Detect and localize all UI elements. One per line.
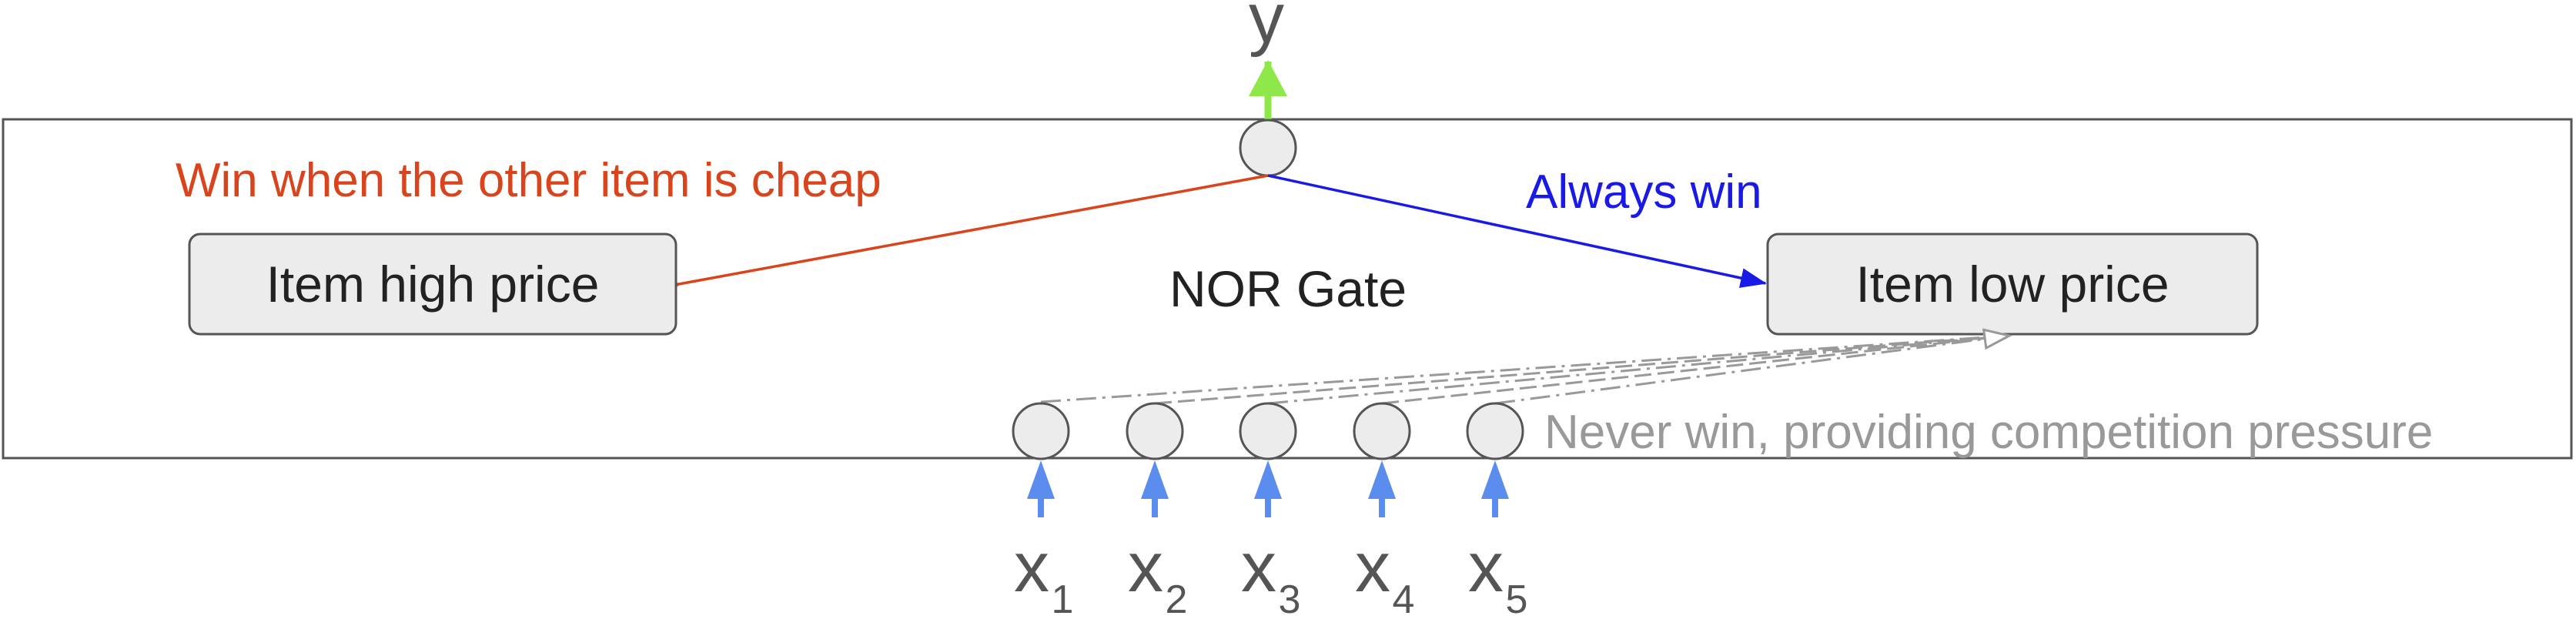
item-high-price-node: Item high price (188, 233, 677, 336)
pressure-line-3 (1267, 334, 2010, 405)
input-arrow-head (1368, 460, 1396, 499)
pressure-line-4 (1381, 334, 2010, 405)
input-2: x 2 (1126, 402, 1188, 619)
input-label: x (1355, 528, 1390, 607)
input-label: x (1014, 528, 1049, 607)
input-subscript: 2 (1166, 577, 1188, 619)
input-node (1353, 402, 1411, 460)
output-arrow-head (1249, 60, 1287, 96)
input-subscript: 5 (1506, 577, 1528, 619)
pressure-line-5 (1494, 336, 2009, 405)
input-node (1126, 402, 1184, 460)
input-5: x 5 (1466, 402, 1528, 619)
input-label: x (1128, 528, 1163, 607)
gate-label: NOR Gate (1169, 260, 1407, 317)
output-label: y (1249, 0, 1284, 58)
item-low-price-label: Item low price (1855, 256, 2169, 313)
input-node (1239, 402, 1297, 460)
item-low-price-node: Item low price (1766, 233, 2259, 336)
item-high-price-label: Item high price (266, 256, 600, 313)
input-3: x 3 (1239, 402, 1301, 619)
arrow-to-low-price (1267, 174, 1767, 288)
input-label: x (1241, 528, 1276, 607)
arrow-to-high-price (679, 174, 1269, 284)
gate-frame (2, 118, 2573, 460)
input-arrow-head (1027, 460, 1055, 499)
low-price-rule: Always win (1526, 166, 1762, 219)
input-subscript: 1 (1052, 577, 1074, 619)
high-price-rule: Win when the other item is cheap (176, 154, 882, 207)
input-node (1466, 402, 1524, 460)
input-arrow-head (1481, 460, 1509, 499)
input-arrow-head (1141, 460, 1169, 499)
input-node (1012, 402, 1070, 460)
input-label: x (1468, 528, 1504, 607)
pressure-line-1 (1040, 334, 2010, 403)
input-subscript: 3 (1279, 577, 1301, 619)
input-1: x 1 (1012, 402, 1074, 619)
input-arrow-head (1254, 460, 1282, 499)
inputs-rule: Never win, providing competition pressur… (1544, 406, 2433, 459)
pressure-line-2 (1154, 334, 2010, 405)
gate-node (1239, 119, 1297, 177)
input-subscript: 4 (1393, 577, 1415, 619)
competition-pressure-lines (1040, 334, 2010, 405)
input-4: x 4 (1353, 402, 1415, 619)
